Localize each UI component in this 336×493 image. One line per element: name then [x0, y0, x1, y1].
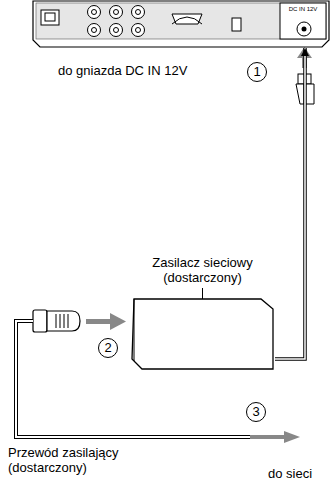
jack-label: DC IN 12V	[284, 6, 322, 13]
player-rear-panel: DC IN 12V	[32, 0, 330, 48]
connection-note: do gniazda DC IN 12V	[58, 63, 243, 78]
power-plug	[33, 310, 80, 332]
direction-arrow	[284, 431, 300, 443]
ac-adapter: Zasilacz sieciowy (dostarczony)	[130, 255, 275, 373]
callout-number: 1	[247, 62, 267, 82]
dc-cable	[275, 48, 309, 359]
connection-note: do sieci	[268, 466, 330, 481]
callout-number: 3	[246, 402, 266, 422]
part-name: Zasilacz sieciowy (dostarczony)	[143, 255, 263, 285]
direction-arrow	[86, 319, 112, 324]
callout-number: 2	[98, 338, 118, 358]
part-name: Przewód zasilający (dostarczony)	[8, 445, 183, 475]
device-drawing	[32, 0, 330, 48]
